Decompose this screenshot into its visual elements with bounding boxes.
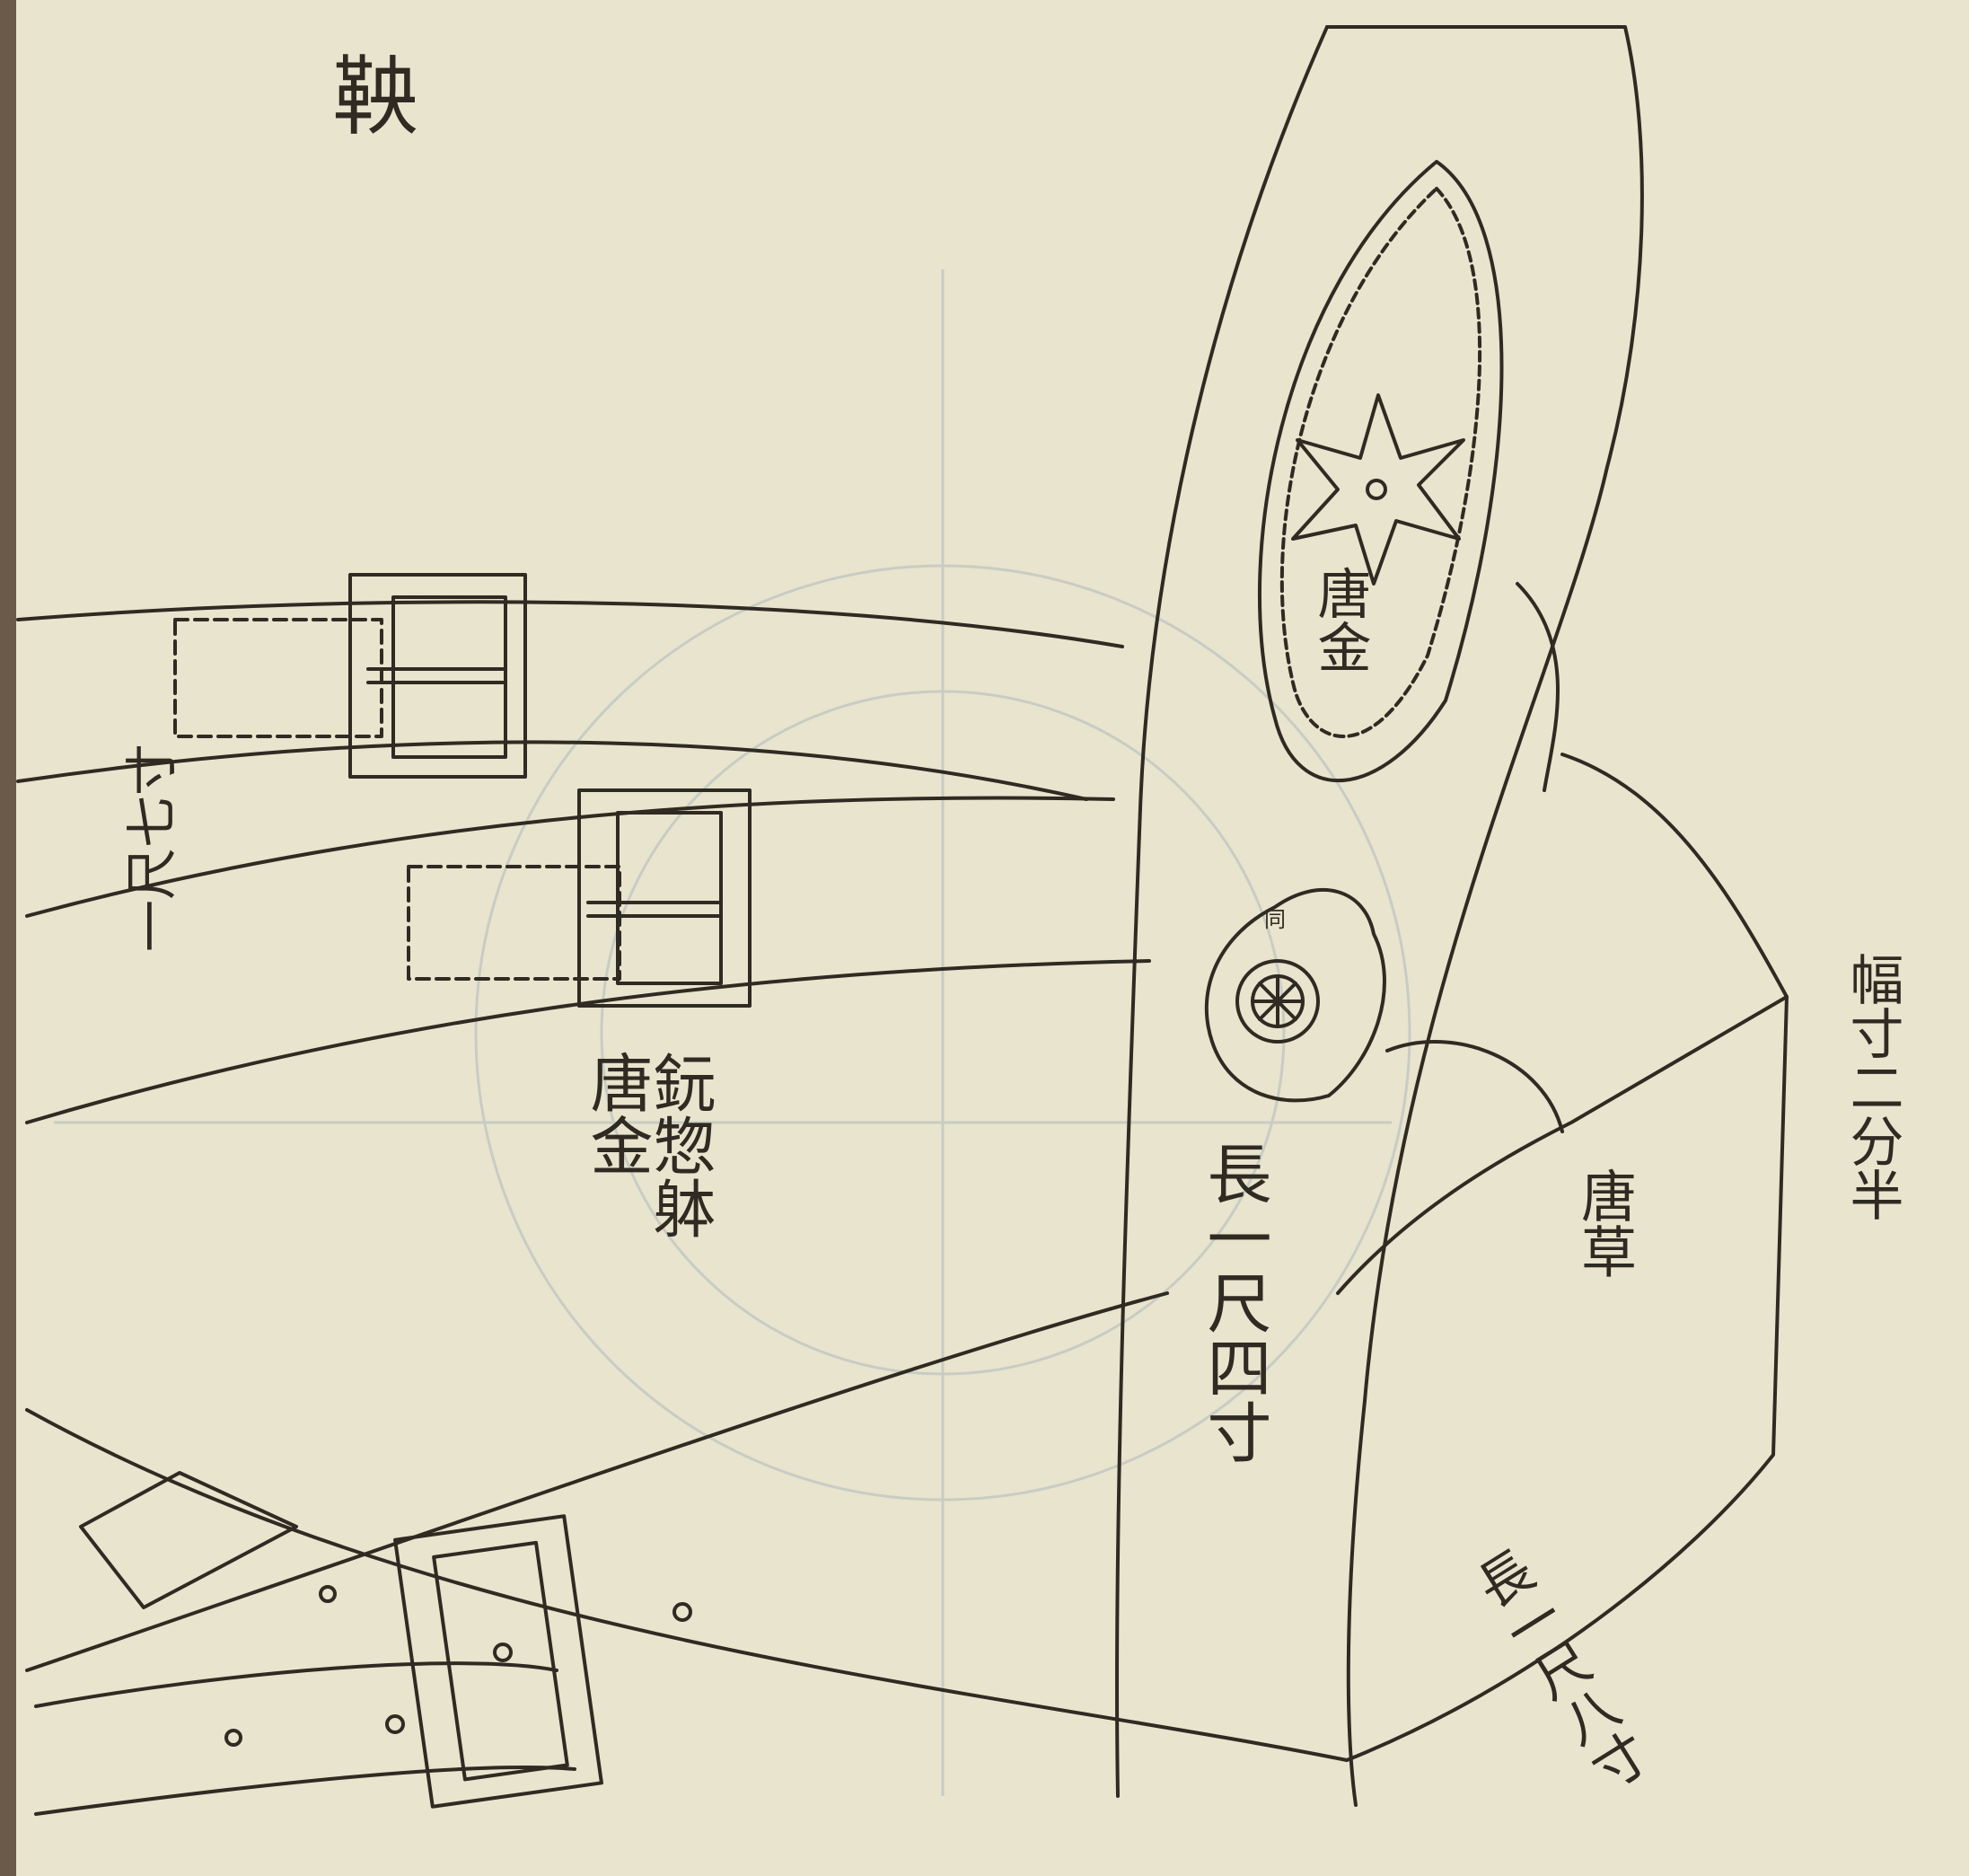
upper-buckle-inner [391,595,507,759]
lower-buckle-inner [432,1540,569,1782]
upper-strap-bottom [16,740,1088,801]
middle-buckle-outer [577,788,752,1008]
vertical-strap-right [1325,25,1644,1807]
leaf-plate-outer [1257,160,1504,783]
strap-hole-4 [493,1643,513,1662]
strap-hole-2 [385,1714,405,1734]
loop-upper-edge [1336,753,1789,1295]
upper-buckle-outer [348,573,527,779]
lower-strap-tab [79,1471,298,1609]
mount-edge [0,0,16,1876]
loop-width-label: 幅寸二分半 [1841,952,1903,1221]
round-crest-outer [1204,887,1386,1103]
strap-hole-5 [672,1602,692,1622]
flower-crest-center [1366,479,1387,500]
wheel-spokes [1251,974,1305,1028]
upper-strap-top [16,600,1124,648]
loop-inner-arc [1516,582,1560,792]
strap-length-label: 長一尺四寸 [1196,1141,1271,1464]
loop-arc [1385,1040,1564,1133]
title-label: 鞅 [332,47,418,147]
leaf-plate-label: 唐金 [1308,566,1371,674]
leaf-plate-inner [1279,187,1482,738]
strap-hole-1 [319,1585,337,1603]
middle-strap-stitch [407,865,621,981]
crest-mark-label: 同 [1264,907,1286,932]
round-crest-ring [1235,959,1320,1044]
middle-buckle-bar [586,901,720,918]
middle-buckle-inner [616,811,723,985]
band-label: 唐草 [1571,1167,1637,1279]
strap-mark-label: 一尺七寸 [121,743,182,952]
lower-strap-top [25,1408,1349,1762]
middle-strap-top [25,796,1115,918]
lower-strap-tongue [34,1661,576,1816]
faint-sketch [54,269,1411,1796]
upper-buckle-bar [366,667,505,684]
vertical-strap-left [1115,25,1329,1798]
middle-strap-bottom [25,959,1151,1124]
upper-strap-stitch [173,618,383,738]
flower-crest-icon [1291,393,1465,586]
lower-buckle-outer [393,1514,603,1809]
lower-strap-upper [25,1291,1169,1672]
ornament-label: 鈨惣躰 唐金 [580,1051,716,1239]
strap-hole-3 [224,1729,242,1747]
loop-right-edge [1345,995,1789,1762]
